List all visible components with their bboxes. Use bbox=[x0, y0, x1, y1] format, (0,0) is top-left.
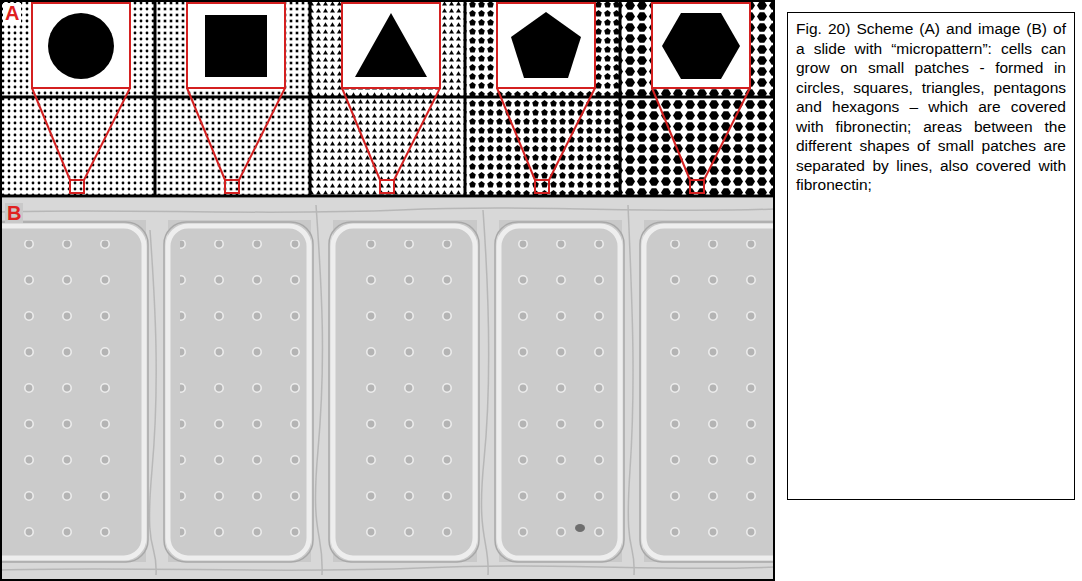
panel-label: B bbox=[5, 203, 23, 223]
pattern-grid bbox=[0, 0, 775, 196]
panel-label: A bbox=[3, 3, 21, 23]
caption-box: Fig. 20) Scheme (A) and image (B) of a s… bbox=[787, 12, 1075, 500]
figure-caption: Fig. 20) Scheme (A) and image (B) of a s… bbox=[796, 19, 1066, 195]
panel-frame bbox=[1, 1, 774, 580]
micropattern-illustration bbox=[0, 0, 775, 581]
zoom-insets bbox=[32, 3, 750, 193]
grid-lines bbox=[0, 0, 775, 196]
microscope-image bbox=[0, 198, 775, 581]
